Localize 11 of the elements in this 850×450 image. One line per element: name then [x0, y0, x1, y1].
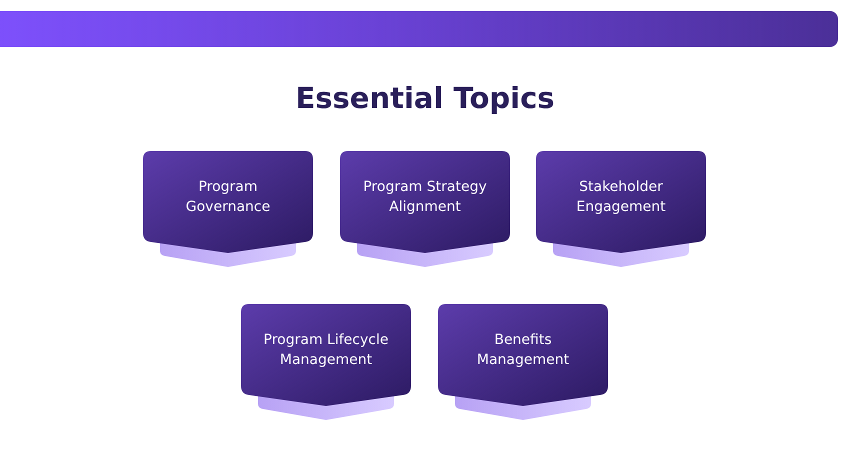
topic-label: Benefits Management [476, 331, 570, 370]
topic-card [143, 151, 313, 267]
topic-card [536, 151, 706, 267]
topic-label: Program Strategy Alignment [362, 178, 488, 217]
topic-card [340, 151, 510, 267]
topic-label: Program Lifecycle Management [262, 331, 390, 370]
topic-label: Stakeholder Engagement [575, 178, 667, 217]
title: Essential Topics [295, 80, 555, 117]
topic-label: Program Governance [184, 178, 272, 217]
topic-card [438, 304, 608, 420]
topic-card [241, 304, 411, 420]
